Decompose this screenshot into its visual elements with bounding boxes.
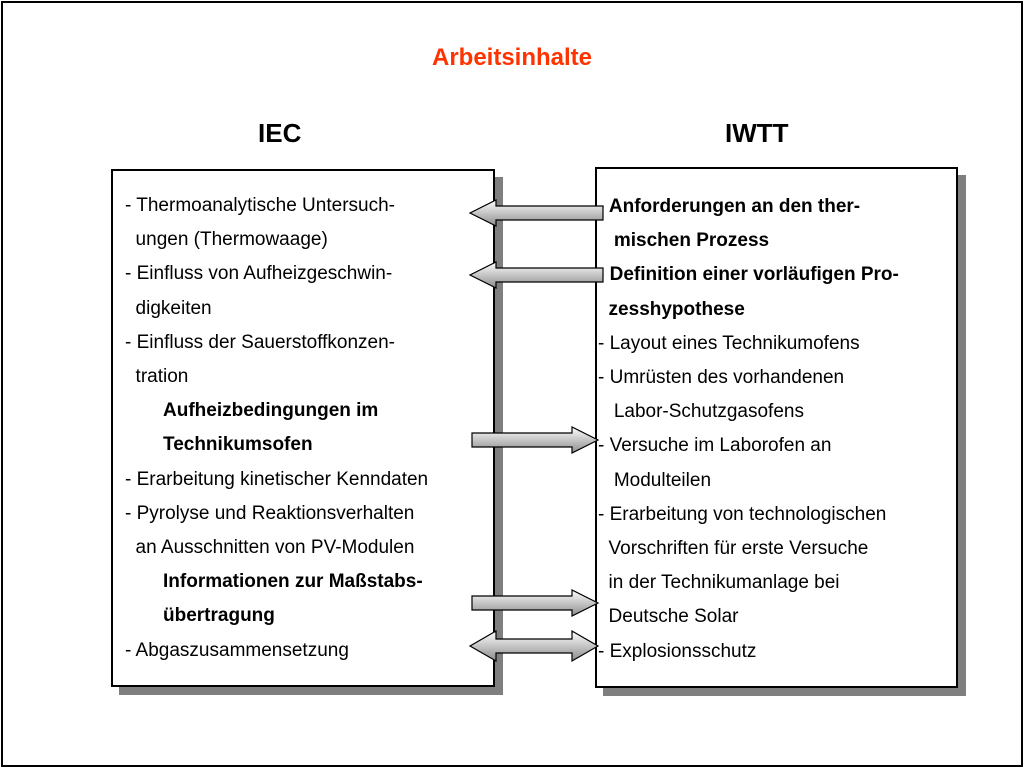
iwtt-line: Vorschriften für erste Versuche [598, 538, 869, 559]
iec-line: - Einfluss von Aufheizgeschwin- [125, 263, 393, 285]
iwtt-line: in der Technikumanlage bei [598, 572, 840, 594]
arrow-right-icon [471, 589, 600, 617]
arrow-right-icon [471, 426, 600, 454]
iwtt-line: - Explosionsschutz [598, 640, 757, 662]
iwtt-line: - Umrüsten des vorhandenen [598, 367, 845, 388]
iec-line: - Einfluss der Sauerstoffkonzen- [125, 331, 396, 353]
iwtt-line: - Versuche im Laborofen an [598, 435, 832, 457]
iec-line: - Pyrolyse und Reaktionsverhalten [125, 502, 415, 524]
arrow-left-icon [468, 199, 604, 227]
iwtt-line: Modulteilen [598, 469, 712, 491]
iwtt-line: Deutsche Solar [598, 606, 739, 628]
iec-line: an Ausschnitten von PV-Modulen [125, 537, 415, 558]
iec-line: übertragung [163, 605, 275, 627]
iec-line: - Abgaszusammensetzung [125, 639, 349, 661]
iec-line: Informationen zur Maßstabs- [163, 571, 423, 593]
iwtt-line: - Erarbeitung von technologischen [598, 503, 887, 525]
arrow-both-icon [468, 629, 600, 663]
iwtt-line: zesshypothese [598, 298, 745, 320]
iec-line: - Erarbeitung kinetischer Kenndaten [125, 468, 429, 490]
iec-line: tration [125, 366, 189, 387]
iec-line: Aufheizbedingungen im [163, 400, 379, 422]
iwtt-box [595, 167, 958, 688]
heading-iwtt: IWTT [725, 118, 789, 148]
iec-line: Technikumsofen [163, 434, 313, 456]
iwtt-line: mischen Prozess [598, 230, 770, 252]
slide-title: Arbeitsinhalte [431, 44, 593, 71]
iwtt-line: - Definition einer vorläufigen Pro- [598, 264, 899, 286]
arrow-left-icon [468, 261, 604, 289]
iwtt-line: - Layout eines Technikumofens [598, 332, 860, 354]
iwtt-line: - Anforderungen an den ther- [598, 196, 861, 217]
heading-iec: IEC [258, 118, 302, 148]
iec-line: - Thermoanalytische Untersuch- [125, 195, 395, 216]
iec-box [111, 169, 495, 687]
iec-line: ungen (Thermowaage) [125, 229, 328, 251]
iec-line: digkeiten [125, 297, 212, 319]
iwtt-line: Labor-Schutzgasofens [598, 401, 804, 423]
